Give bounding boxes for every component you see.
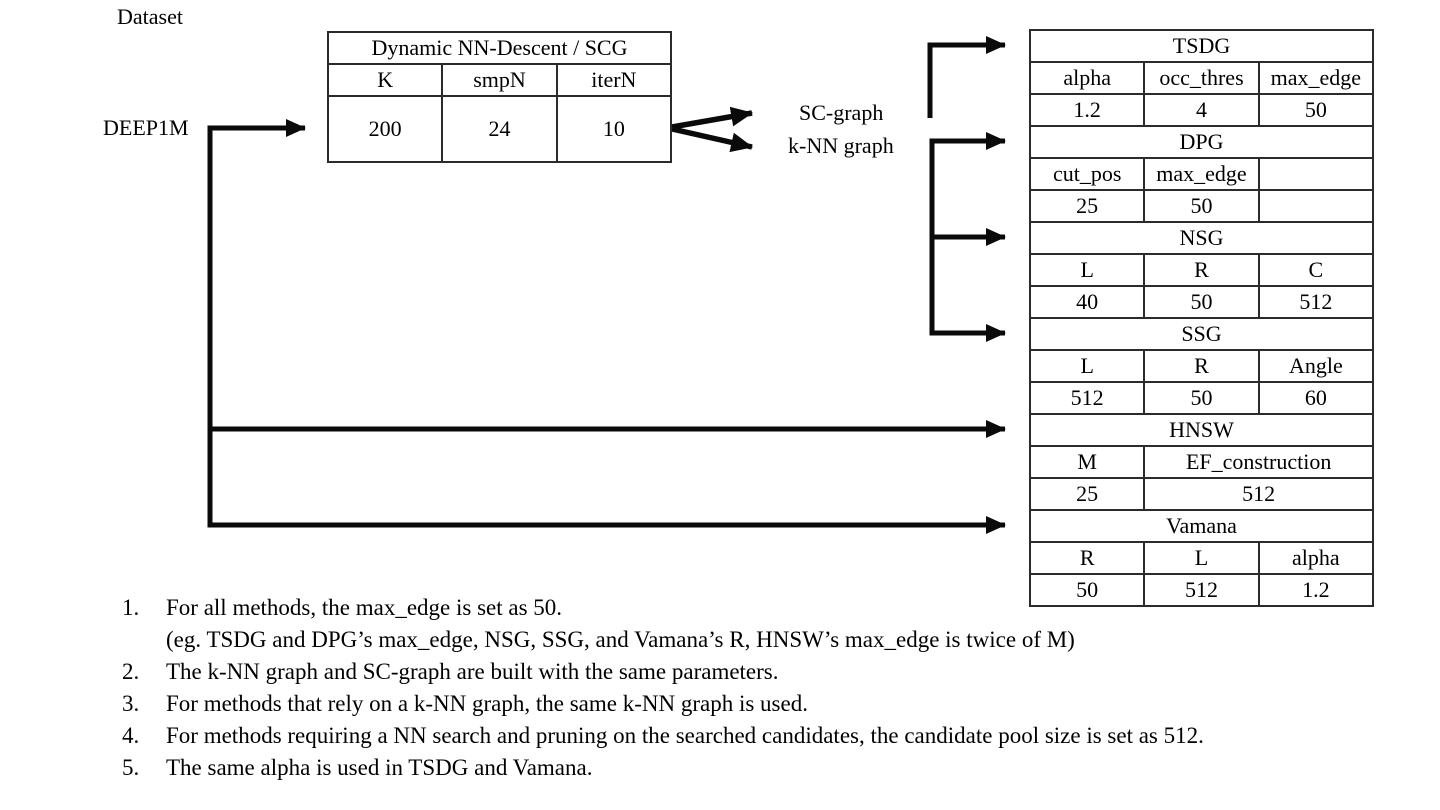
- param-name-cell: M: [1028, 445, 1146, 479]
- param-value-cell: 50: [1257, 93, 1375, 127]
- param-name-cell: max_edge: [1257, 61, 1375, 95]
- table-row: HNSW: [1029, 413, 1374, 447]
- param-name-cell: [1257, 157, 1375, 191]
- knn-graph-label: k-NN graph: [788, 133, 894, 158]
- param-value-cell: 200: [326, 95, 444, 163]
- param-value-cell: 50: [1143, 381, 1260, 415]
- table-row: 200 24 10: [326, 95, 673, 163]
- param-value-cell: 24: [441, 95, 558, 163]
- method-name-cell: Vamana: [1029, 509, 1374, 543]
- footnote: 3. For methods that rely on a k-NN graph…: [122, 688, 1422, 720]
- arrow-scgraph-to-tsdg: [927, 36, 1007, 118]
- footnote-text: For methods requiring a NN search and pr…: [166, 723, 1204, 748]
- param-value-cell: 512: [1257, 285, 1375, 319]
- param-name-cell: R: [1028, 541, 1146, 575]
- table-row: 512 50 60: [1028, 381, 1375, 415]
- table-row: L R C: [1028, 253, 1375, 287]
- param-name-cell: occ_thres: [1143, 61, 1260, 95]
- nn-descent-table: Dynamic NN-Descent / SCG K smpN iterN 20…: [326, 31, 673, 163]
- arrow-fork-to-scgraph: [671, 106, 754, 130]
- param-name-cell: EF_construction: [1143, 445, 1374, 479]
- method-name-cell: NSG: [1029, 221, 1374, 255]
- table-row: L R Angle: [1028, 349, 1375, 383]
- param-name-cell: Angle: [1257, 349, 1375, 383]
- param-value-cell: 512: [1143, 573, 1260, 607]
- footnotes-list: 1. For all methods, the max_edge is set …: [122, 592, 1422, 784]
- param-value-cell: 25: [1028, 477, 1146, 511]
- footnote-number: 4.: [122, 723, 140, 748]
- param-value-cell: 1.2: [1257, 573, 1375, 607]
- table-row: alpha occ_thres max_edge: [1028, 61, 1375, 95]
- table-row: 40 50 512: [1028, 285, 1375, 319]
- method-name-cell: HNSW: [1029, 413, 1374, 447]
- footnote-number: 5.: [122, 755, 140, 780]
- table-row: 25 50: [1028, 189, 1375, 223]
- param-value-cell: 25: [1028, 189, 1146, 223]
- table-row: SSG: [1029, 317, 1374, 351]
- param-value-cell: 512: [1028, 381, 1146, 415]
- table-row: 25 512: [1028, 477, 1374, 511]
- footnote: 1. For all methods, the max_edge is set …: [122, 592, 1422, 624]
- param-name-cell: L: [1143, 541, 1260, 575]
- table-row: 50 512 1.2: [1028, 573, 1375, 607]
- param-value-cell: 50: [1143, 189, 1260, 223]
- footnote-text: For methods that rely on a k-NN graph, t…: [166, 691, 808, 716]
- param-value-cell: 50: [1143, 285, 1260, 319]
- footnote-number: 2.: [122, 659, 140, 684]
- table-row: R L alpha: [1028, 541, 1375, 575]
- footnote: 4. For methods requiring a NN search and…: [122, 720, 1422, 752]
- footnote-number: 3.: [122, 691, 140, 716]
- column-header-cell: K: [326, 63, 444, 97]
- column-header-cell: iterN: [555, 63, 673, 97]
- param-value-cell: 60: [1257, 381, 1375, 415]
- param-value-cell: 50: [1028, 573, 1146, 607]
- param-name-cell: alpha: [1028, 61, 1146, 95]
- table-row: TSDG: [1029, 29, 1374, 63]
- footnote-number: 1.: [122, 595, 140, 620]
- param-name-cell: L: [1028, 349, 1146, 383]
- param-name-cell: R: [1143, 253, 1260, 287]
- param-value-cell: 1.2: [1028, 93, 1146, 127]
- param-name-cell: C: [1257, 253, 1375, 287]
- table-row: M EF_construction: [1028, 445, 1374, 479]
- footnote: 5. The same alpha is used in TSDG and Va…: [122, 752, 1422, 784]
- table-row: DPG: [1029, 125, 1374, 159]
- method-name-cell: TSDG: [1029, 29, 1374, 63]
- arrow-fork-to-knngraph: [671, 126, 754, 153]
- table-row: Vamana: [1029, 509, 1374, 543]
- table-title-cell: Dynamic NN-Descent / SCG: [327, 31, 672, 65]
- param-name-cell: R: [1143, 349, 1260, 383]
- param-value-cell: 40: [1028, 285, 1146, 319]
- footnote: 2. The k-NN graph and SC-graph are built…: [122, 656, 1422, 688]
- footnote-number: [122, 624, 166, 656]
- param-name-cell: max_edge: [1143, 157, 1260, 191]
- table-row: 1.2 4 50: [1028, 93, 1375, 127]
- table-row: K smpN iterN: [326, 63, 673, 97]
- param-value-cell: [1257, 189, 1375, 223]
- deep1m-label: DEEP1M: [103, 115, 189, 140]
- param-value-cell: 4: [1143, 93, 1260, 127]
- param-name-cell: L: [1028, 253, 1146, 287]
- param-value-cell: 10: [555, 95, 673, 163]
- methods-parameter-table: TSDG alpha occ_thres max_edge 1.2 4 50 D…: [1028, 29, 1375, 607]
- table-row: cut_pos max_edge: [1028, 157, 1375, 191]
- param-name-cell: alpha: [1257, 541, 1375, 575]
- column-header-cell: smpN: [441, 63, 558, 97]
- method-name-cell: DPG: [1029, 125, 1374, 159]
- table-row: NSG: [1029, 221, 1374, 255]
- param-value-cell: 512: [1143, 477, 1374, 511]
- method-name-cell: SSG: [1029, 317, 1374, 351]
- footnote: (eg. TSDG and DPG’s max_edge, NSG, SSG, …: [122, 624, 1422, 656]
- param-name-cell: cut_pos: [1028, 157, 1146, 191]
- sc-graph-label: SC-graph: [799, 100, 884, 125]
- dataset-label: Dataset: [117, 4, 183, 29]
- footnote-text: The k-NN graph and SC-graph are built wi…: [166, 659, 779, 684]
- footnote-text: (eg. TSDG and DPG’s max_edge, NSG, SSG, …: [166, 627, 1075, 652]
- table-row: Dynamic NN-Descent / SCG: [327, 31, 672, 65]
- footnote-text: For all methods, the max_edge is set as …: [166, 595, 563, 620]
- footnote-text: The same alpha is used in TSDG and Vaman…: [166, 755, 593, 780]
